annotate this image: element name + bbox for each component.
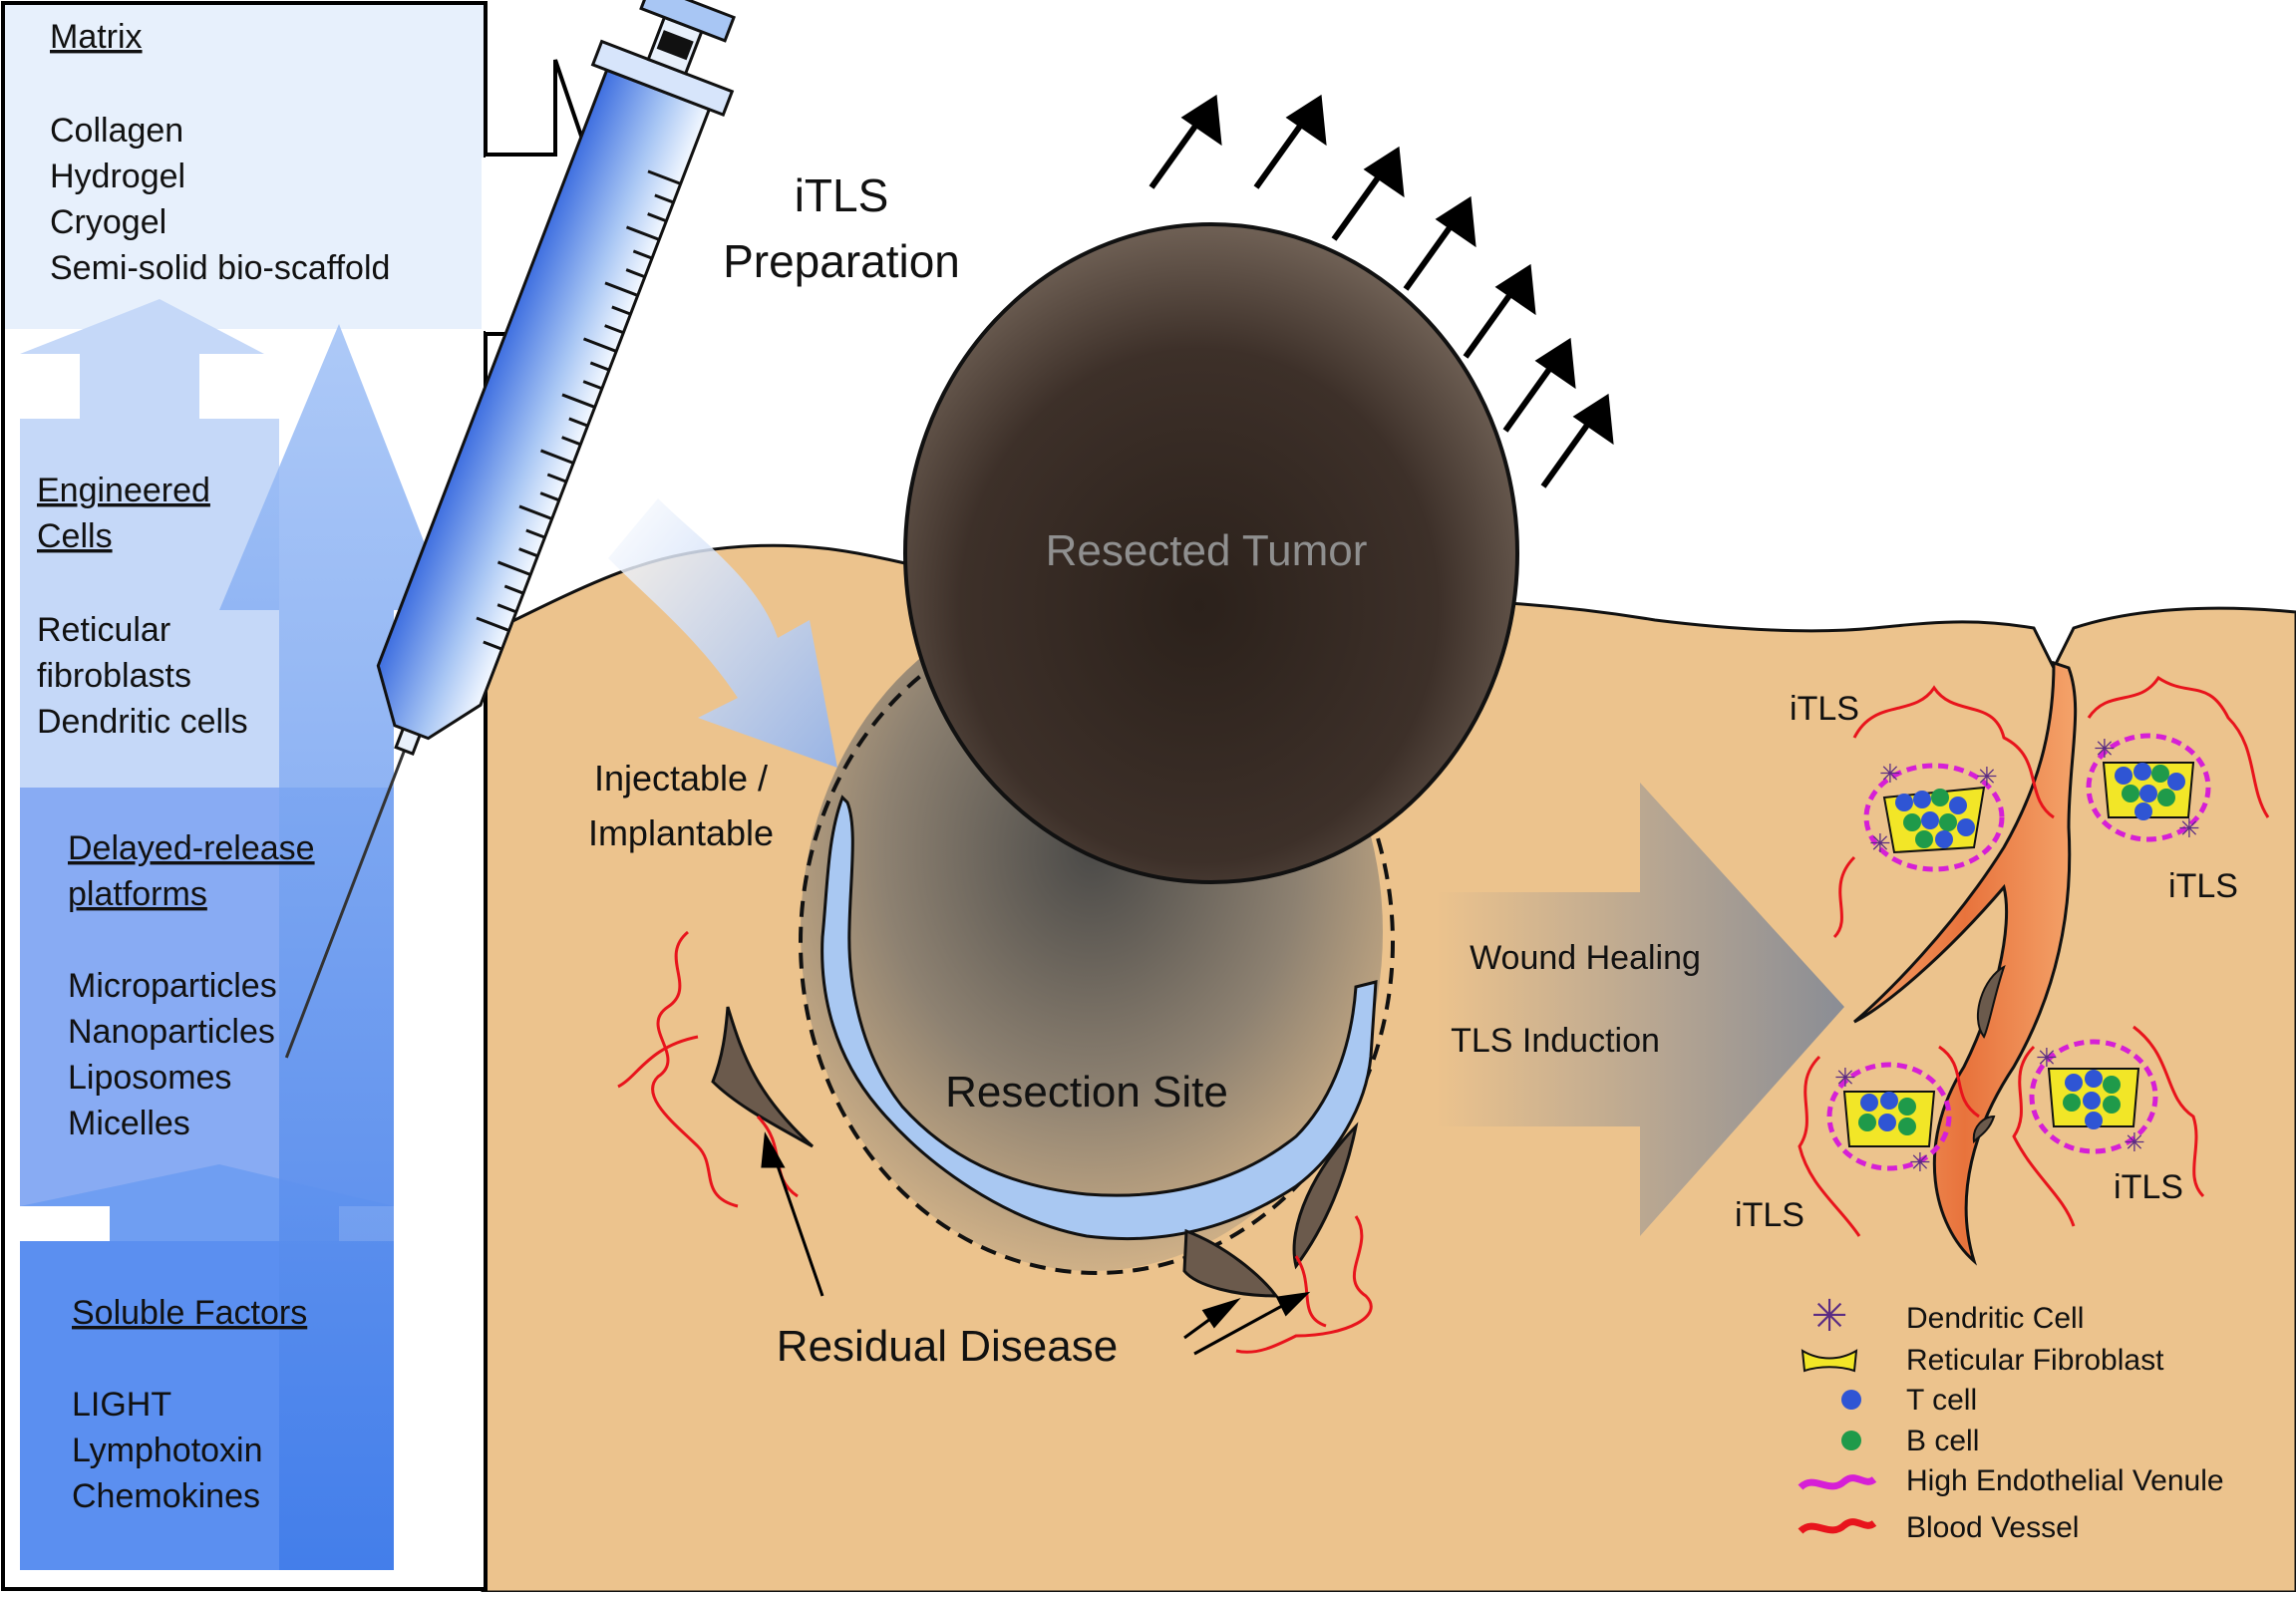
tls-induction-label: TLS Induction [1451, 1022, 1660, 1060]
legend-label: Dendritic Cell [1906, 1302, 2084, 1335]
itls-cluster-top-right: ✳ ✳ [2086, 675, 2270, 843]
legend-label: Blood Vessel [1906, 1511, 2079, 1544]
blood-vessels-right [1235, 1215, 1373, 1354]
matrix-item: Cryogel [50, 203, 166, 241]
cells-heading: Engineered [37, 472, 210, 509]
residual-disease-label: Residual Disease [777, 1322, 1118, 1371]
residual-disease-cell [1972, 1115, 1996, 1144]
delayed-release-heading: platforms [68, 875, 207, 913]
arrow-icon [1331, 146, 1405, 241]
implant-layer [820, 795, 1378, 1241]
syringe-icon [284, 0, 736, 1059]
itls-prep-label: Preparation [723, 235, 960, 287]
cells-item: Reticular [37, 611, 170, 649]
legend-label: B cell [1906, 1425, 1979, 1457]
up-arrow-small-top [20, 299, 264, 419]
arrow-icon [1463, 263, 1536, 359]
legend-item: ✳ Dendritic Cell [1811, 1292, 2085, 1341]
legend-item: High Endothelial Venule [1798, 1464, 2224, 1497]
soluble-factors-heading: Soluble Factors [72, 1294, 307, 1332]
matrix-block [5, 5, 484, 329]
delayed-release-item: Micelles [68, 1105, 190, 1142]
legend-item: Blood Vessel [1798, 1511, 2079, 1544]
wound-healing-label: Wound Healing [1470, 939, 1701, 977]
itls-label: iTLS [2114, 1168, 2183, 1206]
delayed-release-item: Liposomes [68, 1059, 231, 1097]
svg-text:✳: ✳ [1834, 1063, 1856, 1093]
resected-tumor [903, 222, 1519, 884]
residual-disease-cell [711, 1006, 815, 1148]
legend-item: B cell [1841, 1425, 1979, 1457]
itls-cluster-bottom-left: ✳ ✳ [1798, 1045, 1980, 1237]
matrix-item: Hydrogel [50, 158, 185, 195]
arrow-icon [1540, 393, 1614, 488]
resection-site-label: Resection Site [945, 1068, 1228, 1117]
hev-icon [1798, 1474, 1877, 1490]
delayed-release-item: Microparticles [68, 967, 277, 1005]
itls-label: iTLS [1790, 690, 1859, 728]
delayed-release-item: Nanoparticles [68, 1013, 275, 1051]
itls-label: iTLS [1735, 1196, 1804, 1234]
arrow-icon [1502, 337, 1576, 433]
residual-disease-cell [1182, 1228, 1280, 1298]
injectable-label: Injectable / [594, 758, 768, 798]
arrow-icon [1403, 195, 1476, 291]
legend-label: High Endothelial Venule [1906, 1464, 2224, 1497]
matrix-heading: Matrix [50, 18, 143, 56]
svg-text:✳: ✳ [2094, 734, 2116, 764]
itls-cluster-top-left: ✳ ✳ ✳ [1832, 685, 2055, 939]
itls-prep-label: iTLS [795, 169, 889, 221]
b-cell-icon [1841, 1431, 1861, 1450]
svg-text:✳: ✳ [1909, 1147, 1931, 1177]
injection-arrow [608, 498, 837, 768]
svg-text:✳: ✳ [1879, 759, 1901, 789]
soluble-factors-item: LIGHT [72, 1386, 171, 1424]
residual-disease-cell [1976, 965, 2006, 1039]
tumor-removal-arrows [1148, 94, 1614, 488]
cells-item: Dendritic cells [37, 703, 248, 741]
legend: ✳ Dendritic Cell Reticular Fibroblast T … [1798, 1292, 2224, 1544]
svg-text:✳: ✳ [2036, 1043, 2058, 1073]
residual-pointer-arrows [761, 1131, 1311, 1356]
arrow-icon [1148, 94, 1222, 189]
legend-item: Reticular Fibroblast [1801, 1344, 2164, 1377]
itls-cluster-bottom-right: ✳ ✳ [2012, 1025, 2205, 1227]
t-cell-icon [1841, 1390, 1861, 1410]
itls-label: iTLS [2168, 867, 2238, 905]
svg-text:✳: ✳ [2178, 813, 2200, 843]
matrix-item: Semi-solid bio-scaffold [50, 249, 390, 287]
soluble-factors-item: Chemokines [72, 1477, 260, 1515]
blood-vessel-icon [1798, 1518, 1877, 1534]
svg-text:✳: ✳ [1869, 828, 1891, 858]
dendritic-cell-icon: ✳ [1811, 1292, 1848, 1341]
arrow-icon [1253, 94, 1327, 189]
soluble-factors-item: Lymphotoxin [72, 1432, 263, 1469]
legend-label: T cell [1906, 1384, 1977, 1417]
svg-text:✳: ✳ [2124, 1127, 2145, 1157]
resected-tumor-label: Resected Tumor [1046, 526, 1368, 575]
residual-disease-cell [1292, 1121, 1359, 1270]
vein-branch [1853, 660, 2078, 1266]
cells-item: fibroblasts [37, 657, 191, 695]
legend-item: T cell [1841, 1384, 1977, 1417]
injectable-label: Implantable [588, 812, 774, 853]
delayed-release-heading: Delayed-release [68, 829, 315, 867]
svg-text:✳: ✳ [1976, 762, 1998, 792]
cells-heading: Cells [37, 517, 113, 555]
matrix-item: Collagen [50, 112, 183, 150]
legend-label: Reticular Fibroblast [1906, 1344, 2164, 1377]
reticular-fibroblast-icon [1801, 1349, 1858, 1373]
healing-arrow [1436, 783, 1844, 1236]
